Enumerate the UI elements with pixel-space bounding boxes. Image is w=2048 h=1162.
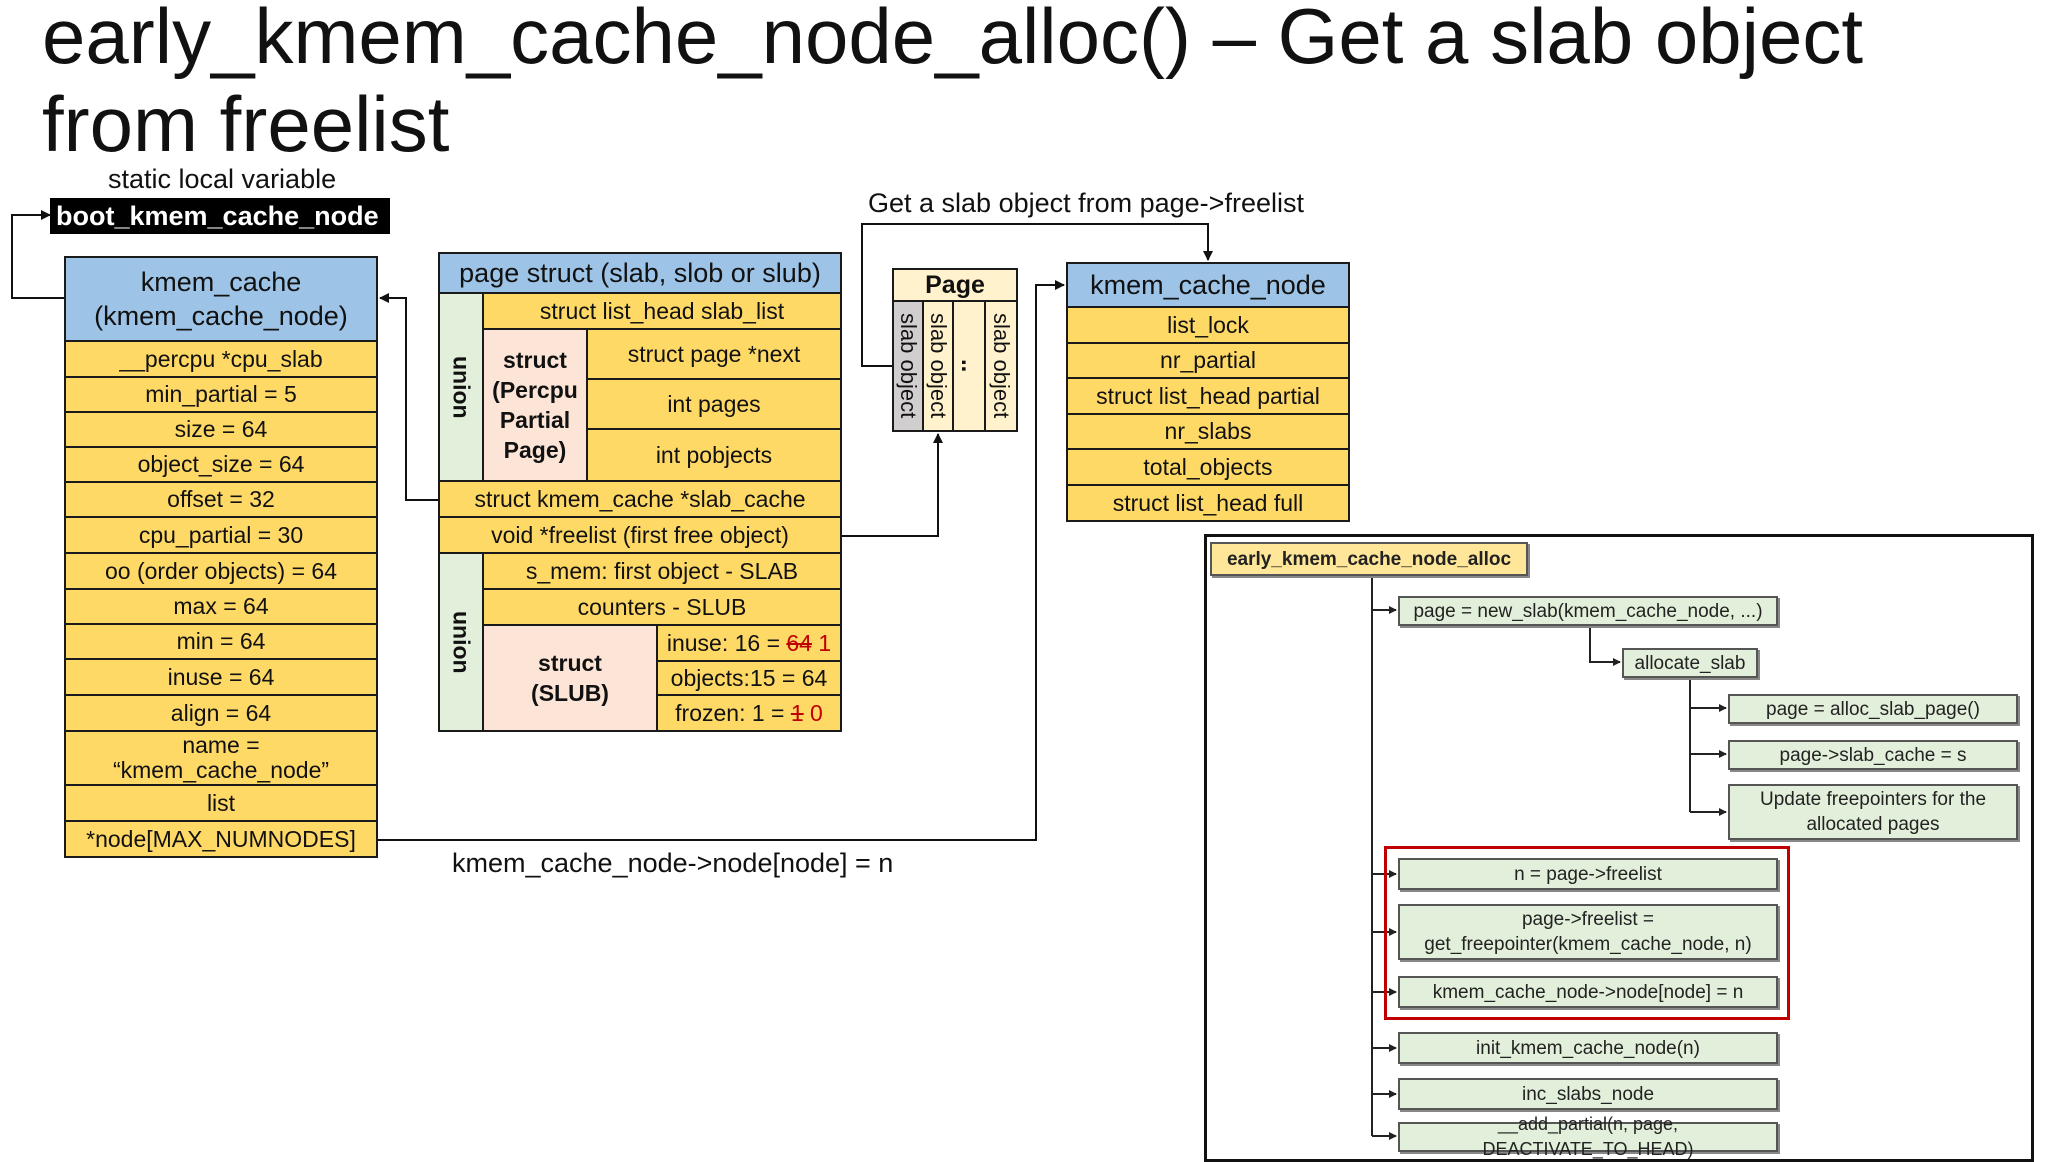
ellipsis-label: ..	[956, 359, 983, 373]
cg-update-freepointers-line2: allocated pages	[1806, 814, 1940, 835]
inuse-prefix: inuse: 16 =	[666, 629, 787, 656]
kmem-cache-header: kmem_cache (kmem_cache_node)	[64, 256, 378, 342]
kcn-field-full: struct list_head full	[1066, 484, 1350, 522]
slab-object-1-label: slab object	[896, 313, 921, 419]
frozen-prefix: frozen: 1 =	[675, 699, 791, 726]
percpu-partial-struct: struct (Percpu Partial Page)	[482, 328, 588, 482]
kc-field-node: *node[MAX_NUMNODES]	[64, 820, 378, 858]
node-assign-label: kmem_cache_node->node[node] = n	[452, 848, 894, 878]
node-array-to-kmem-cache-node-arrow	[378, 280, 1065, 841]
kc-field-max: max = 64	[64, 588, 378, 625]
cg-inc-slabs-node: inc_slabs_node	[1398, 1078, 1778, 1110]
inuse-new-value: 1	[818, 629, 832, 656]
percpu-line2: (Percpu	[492, 377, 578, 403]
kc-field-cpu-slab: __percpu *cpu_slab	[64, 340, 378, 378]
kc-field-name-line1: name =	[182, 732, 260, 758]
kc-field-object-size: object_size = 64	[64, 446, 378, 483]
frozen-new-value: 0	[810, 699, 823, 726]
cg-new-slab: page = new_slab(kmem_cache_node, ...)	[1398, 596, 1778, 626]
cg-get-freepointer-line1: page->freelist =	[1521, 909, 1655, 930]
get-slab-object-label: Get a slab object from page->freelist	[868, 188, 1304, 218]
slab-object-2-label: slab object	[926, 313, 951, 419]
cg-alloc-slab-page: page = alloc_slab_page()	[1728, 694, 2018, 724]
kc-field-size: size = 64	[64, 411, 378, 448]
cg-update-freepointers-line1: Update freepointers for the	[1759, 789, 1987, 810]
slub-struct: struct (SLUB)	[482, 624, 658, 732]
percpu-line3: Partial	[499, 407, 571, 433]
kcn-field-nr-partial: nr_partial	[1066, 342, 1350, 379]
cg-node-set: kmem_cache_node->node[node] = n	[1398, 976, 1778, 1008]
kcn-field-nr-slabs: nr_slabs	[1066, 413, 1350, 450]
highlight-red-box	[1384, 846, 1790, 1020]
kc-field-name-line2: “kmem_cache_node”	[112, 757, 330, 783]
boot-to-kmem-cache-arrow	[11, 210, 64, 299]
page-field-pobjects: int pobjects	[586, 428, 842, 482]
page-field-frozen: frozen: 1 = 1 0	[656, 694, 842, 732]
cg-root-early-kmem-cache-node-alloc: early_kmem_cache_node_alloc	[1210, 542, 1528, 576]
slub-line1: struct	[538, 650, 602, 676]
kmem-cache-header-line2: (kmem_cache_node)	[94, 301, 348, 331]
kc-field-cpu-partial: cpu_partial = 30	[64, 516, 378, 554]
kcn-field-total-objects: total_objects	[1066, 448, 1350, 486]
percpu-line1: struct	[503, 347, 567, 373]
kmem-cache-header-line1: kmem_cache	[140, 267, 302, 297]
kc-field-name: name = “kmem_cache_node”	[64, 730, 378, 786]
kmem-cache-node-header: kmem_cache_node	[1066, 262, 1350, 308]
cg-add-partial: __add_partial(n, page, DEACTIVATE_TO_HEA…	[1398, 1114, 1778, 1159]
cg-slab-cache-set: page->slab_cache = s	[1728, 740, 2018, 770]
slub-line2: (SLUB)	[531, 680, 609, 706]
kcn-field-partial: struct list_head partial	[1066, 377, 1350, 415]
inuse-old-value: 64	[786, 629, 812, 656]
kc-field-min: min = 64	[64, 623, 378, 660]
cg-allocate-slab: allocate_slab	[1622, 648, 1758, 678]
kc-field-offset: offset = 32	[64, 481, 378, 518]
cg-init-kmem-cache-node: init_kmem_cache_node(n)	[1398, 1032, 1778, 1064]
boot-kmem-cache-node-variable: boot_kmem_cache_node	[50, 198, 390, 234]
page-struct-header: page struct (slab, slob or slub)	[438, 252, 842, 294]
slab-object-1: slab object	[892, 300, 924, 432]
freelist-to-page-arrow	[842, 433, 943, 537]
kc-field-list: list	[64, 784, 378, 822]
page-field-objects: objects:15 = 64	[656, 660, 842, 696]
kc-field-align: align = 64	[64, 694, 378, 732]
page-box-header: Page	[892, 268, 1018, 302]
frozen-old-value: 1	[790, 699, 804, 726]
page-to-kmem-cache-node-arrow	[861, 223, 1213, 367]
slab-object-n: slab object	[984, 300, 1018, 432]
slab-cache-to-kmem-cache-arrow	[379, 293, 438, 501]
page-title: early_kmem_cache_node_alloc() – Get a sl…	[42, 0, 1864, 168]
page-field-s-mem: s_mem: first object - SLAB	[482, 552, 842, 590]
kc-field-inuse: inuse = 64	[64, 658, 378, 696]
slab-object-2: slab object	[922, 300, 954, 432]
slab-object-n-label: slab object	[989, 313, 1014, 419]
static-local-variable-label: static local variable	[108, 164, 337, 194]
cg-n-freelist: n = page->freelist	[1398, 858, 1778, 890]
page-union-2-label: union	[438, 552, 484, 732]
cg-update-freepointers: Update freepointers for the allocated pa…	[1728, 784, 2018, 840]
percpu-line4: Page)	[503, 437, 567, 463]
cg-get-freepointer-line2: get_freepointer(kmem_cache_node, n)	[1424, 934, 1752, 955]
cg-get-freepointer: page->freelist = get_freepointer(kmem_ca…	[1398, 904, 1778, 960]
